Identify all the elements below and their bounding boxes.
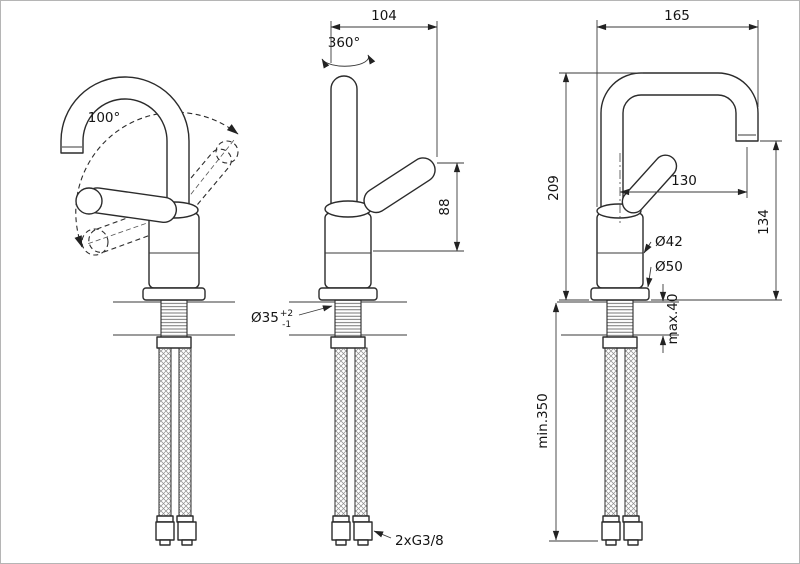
dim-label-max-deck: max.40 xyxy=(665,294,681,345)
dim-label-swivel-angle: 100° xyxy=(88,110,121,126)
leader-line-body-diameter xyxy=(643,241,652,254)
faucet-body xyxy=(596,212,644,289)
leader-line-base-diameter xyxy=(646,266,653,288)
dim-label-height: 209 xyxy=(546,175,562,201)
dim-label-body-diameter: Ø42 xyxy=(655,234,683,250)
dim-label-width: 165 xyxy=(664,8,690,24)
mounting-nut xyxy=(330,336,366,349)
mounting-nut xyxy=(156,336,192,349)
threaded-shank xyxy=(606,299,634,338)
hose-nut xyxy=(177,521,197,541)
handle-knob-dashed xyxy=(81,228,109,256)
spout xyxy=(60,76,190,217)
dim-label-rotation: 360° xyxy=(328,35,361,51)
dim-label-spout-reach: 130 xyxy=(671,173,697,189)
view-left: 100° xyxy=(60,76,239,546)
rotation-arrow xyxy=(321,54,376,69)
dim-label-base-diameter: Ø50 xyxy=(655,259,683,275)
hole-tol-plus: +2 xyxy=(280,309,293,319)
hose-nut xyxy=(353,521,373,541)
spout-column xyxy=(330,75,358,217)
swivel-arc xyxy=(74,111,239,248)
mounting-nut xyxy=(602,336,638,349)
hose-ferrule xyxy=(156,515,174,523)
view-right: 165 209 130 134 Ø42 Ø50 max.40 min.350 xyxy=(535,8,782,546)
dim-label-hole-diameter: Ø35+2-1 xyxy=(251,309,293,330)
supply-hose xyxy=(604,347,618,517)
hose-end xyxy=(159,539,171,546)
faucet-body xyxy=(148,212,200,289)
hose-ferrule xyxy=(332,515,350,523)
hole-diameter-value: Ø35 xyxy=(251,310,279,326)
base-flange xyxy=(142,287,206,301)
supply-hose xyxy=(178,347,192,517)
dim-label-handle-height: 88 xyxy=(437,198,453,215)
hose-end xyxy=(357,539,369,546)
supply-hose xyxy=(158,347,172,517)
faucet-body xyxy=(324,212,372,289)
handle-lever xyxy=(363,157,436,214)
base-flange xyxy=(318,287,378,301)
handle-position-dashed-high xyxy=(171,148,232,217)
hose-ferrule xyxy=(602,515,620,523)
threaded-shank xyxy=(334,299,362,338)
hose-end xyxy=(181,539,193,546)
supply-hose xyxy=(624,347,638,517)
handle-knob-dashed xyxy=(215,140,239,164)
hose-end xyxy=(605,539,617,546)
spout xyxy=(600,72,759,217)
base-flange xyxy=(590,287,650,301)
dim-label-min-hose: min.350 xyxy=(535,393,551,449)
hose-nut xyxy=(601,521,621,541)
hose-nut xyxy=(331,521,351,541)
dim-label-outlet-height: 134 xyxy=(756,209,772,235)
hose-nut xyxy=(155,521,175,541)
hose-end xyxy=(627,539,639,546)
dim-label-width: 104 xyxy=(371,8,397,24)
threaded-shank xyxy=(160,299,188,338)
hose-ferrule xyxy=(352,515,370,523)
dim-label-connection: 2xG3/8 xyxy=(395,533,444,549)
leader-line-hole xyxy=(298,305,333,316)
leader-line-connection xyxy=(373,530,392,539)
hose-end xyxy=(335,539,347,546)
hose-nut xyxy=(623,521,643,541)
supply-hose xyxy=(334,347,348,517)
hole-tol-minus: -1 xyxy=(282,320,291,330)
hose-ferrule xyxy=(176,515,194,523)
hose-ferrule xyxy=(622,515,640,523)
handle-knob xyxy=(75,187,103,215)
view-middle: 360° 104 88 Ø35+2-1 2xG3/8 xyxy=(251,8,464,549)
supply-hose xyxy=(354,347,368,517)
